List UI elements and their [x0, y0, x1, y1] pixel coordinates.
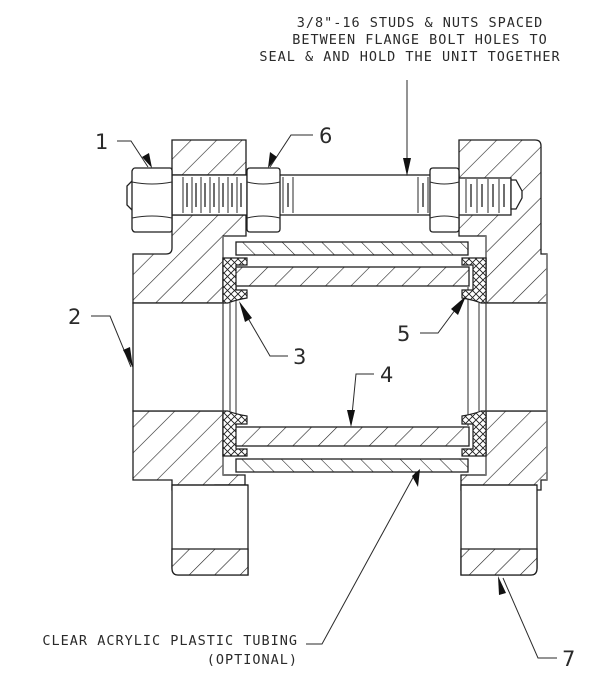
stud-note-line-3: SEAL & AND HOLD THE UNIT TOGETHER: [259, 49, 560, 65]
right-flange-upper-section: [458, 139, 548, 304]
right-gasket-bottom: [461, 410, 487, 457]
left-flange: [132, 139, 249, 576]
leader-lines: [91, 80, 557, 659]
leader-4: [350, 373, 374, 426]
inner-tube: [234, 266, 470, 447]
stud-note-line-2: BETWEEN FLANGE BOLT HOLES TO: [292, 32, 548, 48]
arrow-1: [142, 153, 152, 168]
leader-3: [244, 312, 288, 357]
callout-5: 5: [397, 322, 410, 346]
hex-nut-left: [131, 167, 173, 233]
left-gasket-top: [222, 257, 248, 304]
inner-tube-top-wall: [234, 266, 470, 287]
stud-note: 3/8"-16 STUDS & NUTS SPACED BETWEEN FLAN…: [259, 15, 560, 65]
arrow-7: [498, 576, 506, 595]
right-flange: [458, 139, 548, 576]
leader-1: [117, 140, 149, 168]
stud-threads-mid-right: [417, 177, 429, 213]
hex-nut-inner-right: [429, 167, 460, 233]
callout-4: 4: [380, 363, 393, 387]
callout-3: 3: [293, 345, 306, 369]
tubing-note-line-2: (OPTIONAL): [207, 652, 298, 668]
leader-tubing-note: [306, 471, 417, 645]
leader-2: [91, 315, 132, 368]
callout-labels: 1 2 3 4 5 6 7: [68, 124, 575, 671]
arrow-6: [268, 152, 277, 168]
callout-1: 1: [95, 130, 108, 154]
arrow-2: [123, 347, 133, 368]
outer-tube-top-wall: [235, 241, 469, 256]
arrow-4: [347, 410, 355, 427]
left-gasket-bottom: [222, 410, 248, 457]
arrow-studs-note: [403, 158, 411, 176]
left-gasket: [222, 257, 248, 457]
callout-6: 6: [319, 124, 332, 148]
hex-nut-inner-left: [246, 167, 281, 233]
tubing-note-line-1: CLEAR ACRYLIC PLASTIC TUBING: [42, 633, 298, 649]
inner-tube-bottom-wall: [234, 426, 470, 447]
stud-threads-mid-left: [282, 177, 294, 213]
left-flange-bore: [132, 302, 224, 412]
right-flange-bore: [485, 302, 548, 412]
stud-note-line-1: 3/8"-16 STUDS & NUTS SPACED: [297, 15, 543, 31]
leader-7: [502, 577, 557, 659]
callout-7: 7: [562, 647, 575, 671]
leader-6: [269, 134, 313, 168]
stud-tip-right: [510, 179, 523, 210]
arrow-5: [451, 296, 466, 315]
outer-tube-bottom-wall: [235, 458, 469, 473]
arrow-3: [239, 301, 252, 322]
stud-threads-right: [458, 177, 523, 216]
tubing-note: CLEAR ACRYLIC PLASTIC TUBING (OPTIONAL): [42, 633, 298, 668]
outer-acrylic-tube: [235, 241, 469, 473]
right-gasket: [461, 257, 487, 457]
leader-5: [420, 301, 462, 334]
right-flange-bottom-ear-hatch: [460, 548, 538, 576]
left-flange-bottom-ear-hatch: [171, 548, 249, 576]
stud-threads-left: [171, 174, 248, 216]
callout-2: 2: [68, 305, 81, 329]
right-gasket-top: [461, 257, 487, 304]
stud: [126, 174, 523, 216]
arrow-tubing-note: [412, 469, 420, 487]
